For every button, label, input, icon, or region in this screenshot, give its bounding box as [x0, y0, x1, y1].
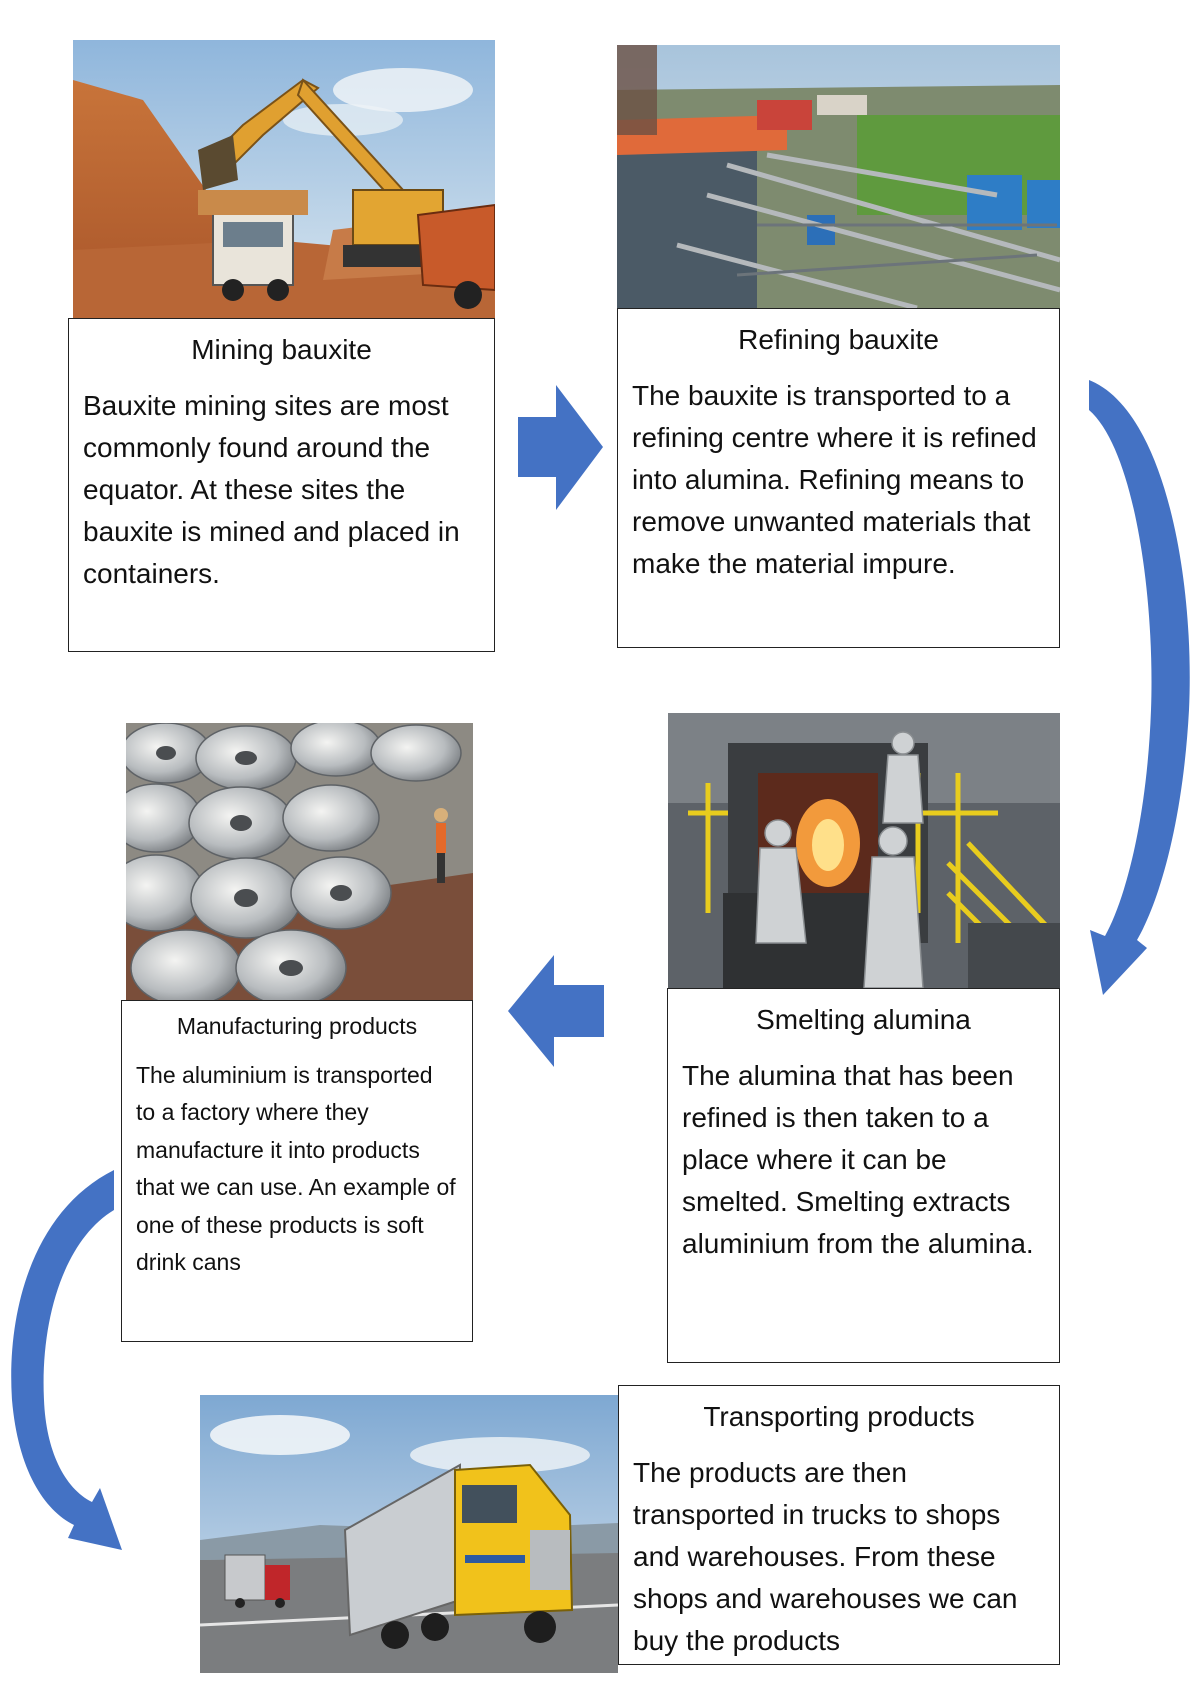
- step-card-mining: Mining bauxite Bauxite mining sites are …: [68, 318, 495, 652]
- step-heading: Refining bauxite: [738, 324, 939, 355]
- step-card-smelting: Smelting alumina The alumina that has be…: [667, 988, 1060, 1363]
- step-card-refining: Refining bauxite The bauxite is transpor…: [617, 308, 1060, 648]
- step-heading: Mining bauxite: [191, 334, 372, 365]
- step-card-manufacturing: Manufacturing products The aluminium is …: [121, 1000, 473, 1342]
- left-arrow-icon: [508, 955, 604, 1067]
- step-heading: Manufacturing products: [176, 1013, 418, 1039]
- refinery-photo: [617, 45, 1060, 308]
- step-heading: Transporting products: [703, 1401, 975, 1432]
- right-arrow-icon: [518, 385, 603, 510]
- mining-photo: [73, 40, 495, 318]
- aluminium-coils-photo: [126, 723, 473, 1000]
- step-description: The bauxite is transported to a refining…: [632, 379, 1037, 579]
- curved-down-arrow-icon: [1085, 380, 1200, 1000]
- step-description: The products are then transported in tru…: [633, 1456, 1018, 1656]
- step-card-transporting: Transporting products The products are t…: [618, 1385, 1060, 1665]
- truck-photo: [200, 1395, 618, 1673]
- step-description: The alumina that has been refined is the…: [682, 1059, 1034, 1259]
- step-heading: Smelting alumina: [756, 1004, 971, 1035]
- curved-down-arrow-icon: [4, 1170, 122, 1570]
- smelting-photo: [668, 713, 1060, 988]
- step-description: The aluminium is transported to a factor…: [136, 1061, 456, 1276]
- step-description: Bauxite mining sites are most commonly f…: [83, 389, 460, 589]
